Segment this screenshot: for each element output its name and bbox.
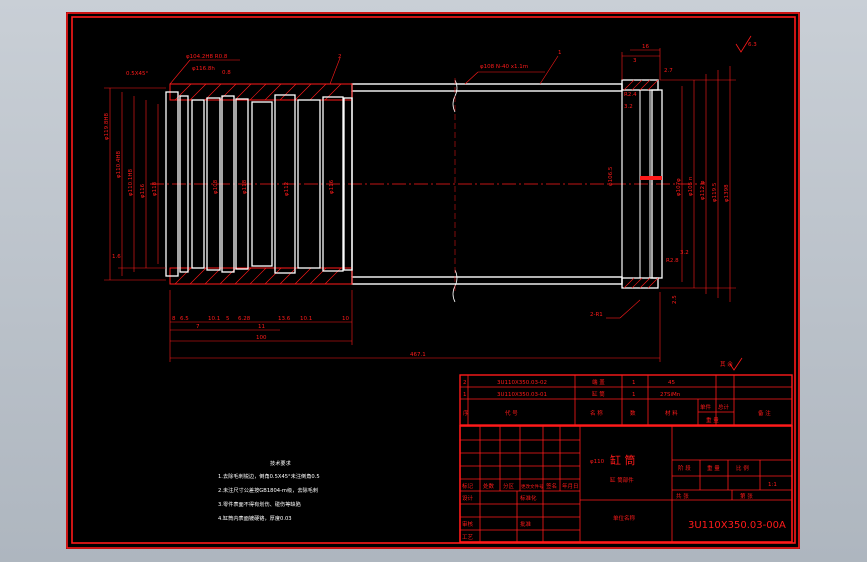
svg-text:年月日: 年月日 xyxy=(562,482,579,490)
svg-text:2.7: 2.7 xyxy=(664,68,673,74)
part-drawing: 2 1 0.5X45° φ104.2H8 R0.8 φ116.8h 0.8 φ1… xyxy=(104,35,757,371)
svg-text:6.5: 6.5 xyxy=(180,316,189,322)
svg-text:10.1: 10.1 xyxy=(300,316,312,322)
svg-text:φ118: φ118 xyxy=(152,181,158,196)
svg-text:φ105 n: φ105 n xyxy=(688,176,694,196)
svg-text:2: 2 xyxy=(463,380,467,386)
svg-text:0.8: 0.8 xyxy=(222,70,231,76)
technical-notes: 技术要求 1.去除毛刺锐边，倒角0.5X45°未注倒角0.5 2.未注尺寸公差按… xyxy=(218,459,320,522)
svg-text:0.5X45°: 0.5X45° xyxy=(126,71,149,77)
svg-text:第 张: 第 张 xyxy=(740,492,753,500)
svg-text:3.2: 3.2 xyxy=(680,250,689,256)
balloon-2: 2 xyxy=(338,54,342,60)
svg-text:更改文件号: 更改文件号 xyxy=(521,483,544,490)
svg-text:φ110.4H8: φ110.4H8 xyxy=(116,150,122,178)
svg-text:1: 1 xyxy=(463,392,467,398)
svg-text:共 张: 共 张 xyxy=(676,492,689,500)
svg-text:8: 8 xyxy=(172,316,176,322)
svg-text:3: 3 xyxy=(633,58,637,64)
svg-text:3U110X350.03-01: 3U110X350.03-01 xyxy=(497,392,547,398)
svg-text:φ116: φ116 xyxy=(329,179,335,194)
svg-text:φ110: φ110 xyxy=(590,459,605,465)
svg-text:2-R1: 2-R1 xyxy=(590,312,603,318)
svg-text:2.5: 2.5 xyxy=(672,295,678,304)
balloon-1: 1 xyxy=(558,50,562,56)
svg-text:比 例: 比 例 xyxy=(736,464,749,472)
svg-text:分区: 分区 xyxy=(503,482,515,490)
svg-text:16: 16 xyxy=(642,44,649,50)
svg-text:序: 序 xyxy=(463,409,469,417)
svg-text:11: 11 xyxy=(258,324,265,330)
svg-text:φ108: φ108 xyxy=(213,179,219,194)
drawing-name: 缸 筒 xyxy=(610,453,636,467)
svg-text:数: 数 xyxy=(630,409,636,417)
svg-text:φ119.5: φ119.5 xyxy=(712,182,718,202)
svg-text:材 料: 材 料 xyxy=(665,409,678,417)
svg-text:审核: 审核 xyxy=(462,520,474,528)
svg-text:467.1: 467.1 xyxy=(410,352,426,358)
svg-text:重 量: 重 量 xyxy=(706,416,719,424)
svg-text:标记: 标记 xyxy=(462,482,474,490)
svg-text:φ108 N-40 x1.1m: φ108 N-40 x1.1m xyxy=(480,64,528,70)
drawing-number: 3U110X350.03-00A xyxy=(688,520,786,531)
svg-text:签名: 签名 xyxy=(546,482,557,490)
svg-text:φ112: φ112 xyxy=(284,182,290,196)
svg-text:27SiMn: 27SiMn xyxy=(660,392,681,398)
svg-text:缸 筒部件: 缸 筒部件 xyxy=(610,476,634,484)
svg-text:7: 7 xyxy=(196,324,200,330)
svg-text:缸 筒: 缸 筒 xyxy=(592,390,605,398)
svg-text:工艺: 工艺 xyxy=(462,534,474,541)
svg-text:φ1398: φ1398 xyxy=(724,184,730,202)
svg-text:1.去除毛刺锐边，倒角0.5X45°未注倒角0.5: 1.去除毛刺锐边，倒角0.5X45°未注倒角0.5 xyxy=(218,472,320,480)
svg-text:3.2: 3.2 xyxy=(624,104,633,110)
svg-text:100: 100 xyxy=(256,335,267,341)
svg-text:单位名称: 单位名称 xyxy=(613,514,636,522)
svg-text:3U110X350.03-02: 3U110X350.03-02 xyxy=(497,380,547,386)
svg-text:处数: 处数 xyxy=(483,482,495,490)
svg-text:标准化: 标准化 xyxy=(520,494,537,502)
svg-text:总计: 总计 xyxy=(718,403,730,411)
svg-text:φ116: φ116 xyxy=(140,183,146,198)
outer-frame xyxy=(66,12,800,549)
svg-text:阶 段: 阶 段 xyxy=(678,464,691,472)
svg-text:φ118: φ118 xyxy=(242,179,248,194)
svg-text:代 号: 代 号 xyxy=(505,409,518,417)
title-block: 2 3U110X350.03-02 端 盖 1 45 1 3U110X350.0… xyxy=(459,374,793,543)
svg-text:13.6: 13.6 xyxy=(278,316,291,322)
svg-text:R2.8: R2.8 xyxy=(666,258,679,264)
svg-text:10.1: 10.1 xyxy=(208,316,220,322)
svg-text:6.28: 6.28 xyxy=(238,316,251,322)
svg-text:单件: 单件 xyxy=(700,403,712,411)
svg-text:端 盖: 端 盖 xyxy=(592,378,605,386)
svg-text:R2.4: R2.4 xyxy=(624,92,637,98)
svg-text:φ104.2H8 R0.8: φ104.2H8 R0.8 xyxy=(186,54,228,60)
svg-text:45: 45 xyxy=(668,380,675,386)
svg-text:备 注: 备 注 xyxy=(758,409,771,417)
svg-text:φ116.8h: φ116.8h xyxy=(192,66,215,72)
svg-text:1: 1 xyxy=(632,380,636,386)
svg-text:其 余: 其 余 xyxy=(720,360,733,368)
svg-text:1.6: 1.6 xyxy=(112,254,121,260)
svg-text:1: 1 xyxy=(632,392,636,398)
svg-text:φ112 φ: φ112 φ xyxy=(700,180,706,200)
svg-text:设计: 设计 xyxy=(462,494,474,502)
svg-text:2.未注尺寸公差按GB1804-m级，去除毛刺: 2.未注尺寸公差按GB1804-m级，去除毛刺 xyxy=(218,486,318,494)
roughness-symbol: 6.3 xyxy=(748,42,757,48)
svg-text:重 量: 重 量 xyxy=(707,464,720,472)
svg-text:φ107φ: φ107φ xyxy=(676,178,682,196)
svg-text:φ119.8H8: φ119.8H8 xyxy=(104,112,110,140)
svg-text:1:1: 1:1 xyxy=(768,482,777,488)
svg-text:名 称: 名 称 xyxy=(590,409,603,417)
svg-text:10: 10 xyxy=(342,316,349,322)
svg-text:技术要求: 技术要求 xyxy=(270,459,292,467)
svg-text:3.零件表面不得有划伤、碰伤等缺陷: 3.零件表面不得有划伤、碰伤等缺陷 xyxy=(218,500,301,508)
svg-text:φ106.5: φ106.5 xyxy=(608,166,614,186)
svg-text:批准: 批准 xyxy=(520,520,532,528)
svg-text:4.缸筒内表面镀硬铬，厚度0.03: 4.缸筒内表面镀硬铬，厚度0.03 xyxy=(218,514,292,522)
inner-frame xyxy=(71,16,796,544)
svg-text:5: 5 xyxy=(226,316,230,322)
svg-text:φ110.1H8: φ110.1H8 xyxy=(128,168,134,196)
